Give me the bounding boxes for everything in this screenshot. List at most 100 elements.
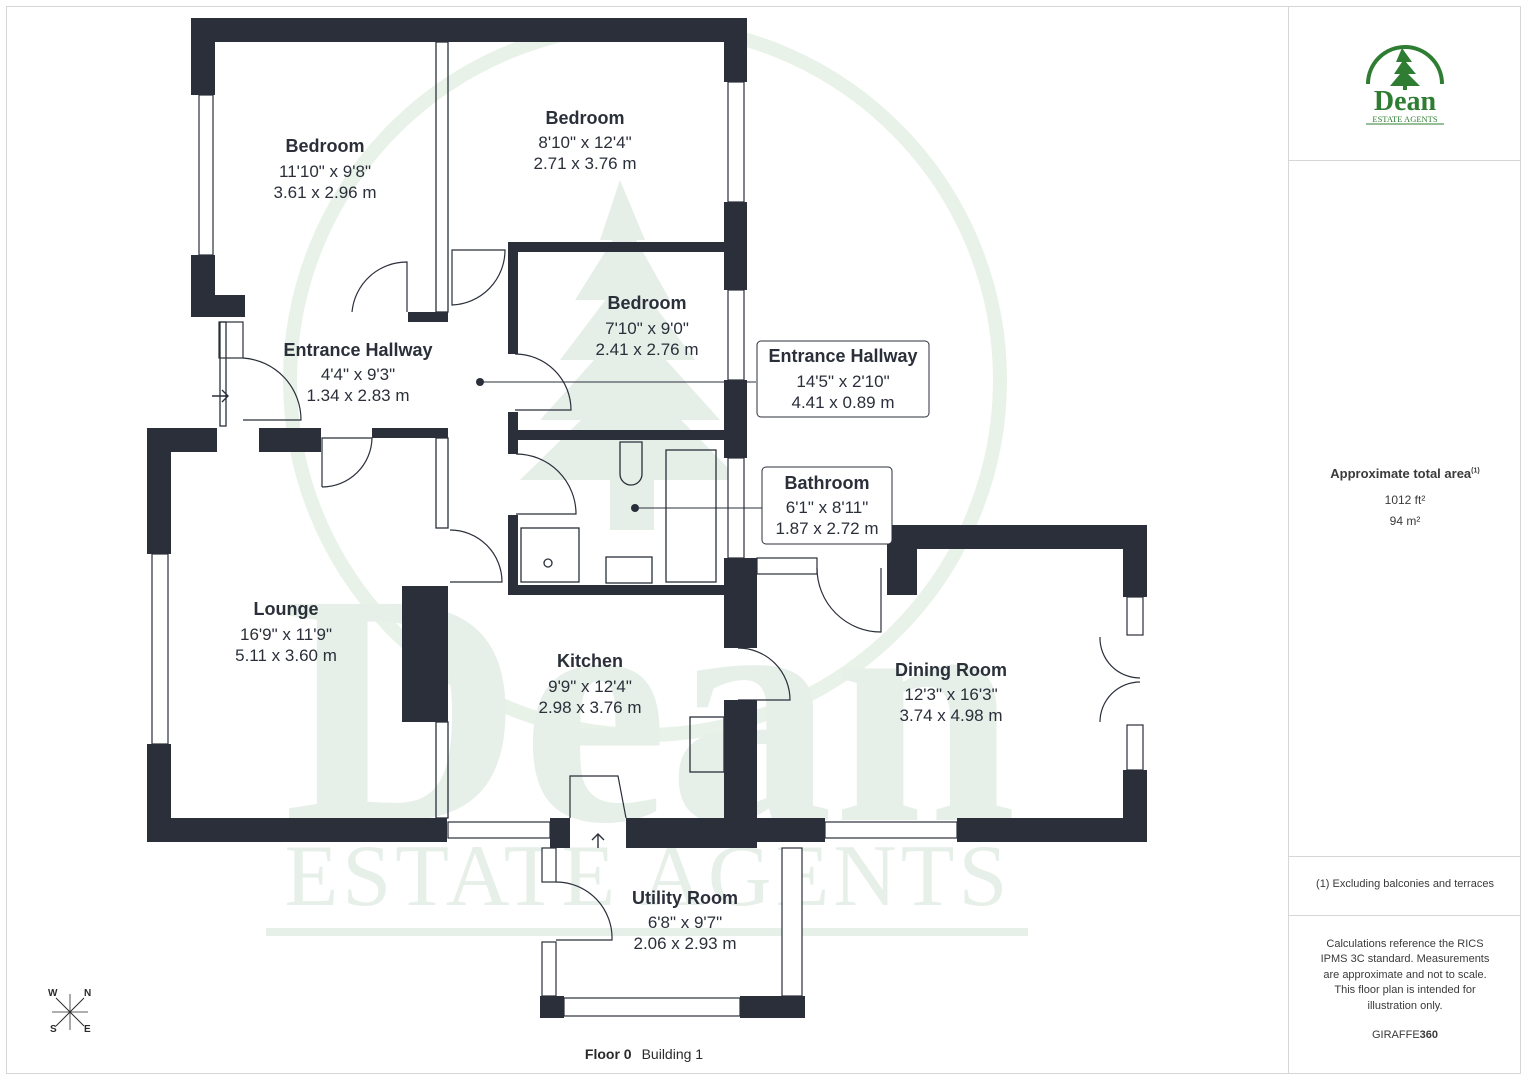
room-name-bathroom: Bathroom: [785, 473, 870, 493]
window-bedroom-1: [198, 94, 214, 256]
wall-bathroom-top: [508, 430, 724, 440]
basin-icon: [605, 556, 653, 584]
doors: [242, 249, 1141, 941]
wall-left-upper: [191, 18, 215, 95]
door-utility-top: [569, 775, 627, 819]
wall-lounge-left-upper: [147, 428, 171, 554]
room-imperial-utility-room: 6'8" x 9'7": [648, 913, 722, 932]
window-utility-left-upper: [541, 847, 557, 883]
area-title: Approximate total area(1): [1330, 466, 1480, 481]
dean-logo: Dean ESTATE AGENTS: [1360, 38, 1450, 130]
wall-bath-left: [508, 440, 518, 454]
door-lounge: [321, 437, 373, 488]
wall-corner: [215, 295, 245, 317]
wall-bedroom-1-bottom: [408, 312, 448, 322]
building-label: Building 1: [641, 1046, 704, 1062]
door-dining: [816, 567, 882, 633]
room-imperial-bedroom-3: 7'10" x 9'0": [605, 319, 689, 338]
door-kitchen-dining: [737, 647, 791, 701]
room-name-entrance-hallway-2: Entrance Hallway: [768, 346, 917, 366]
room-metric-bedroom-3: 2.41 x 2.76 m: [595, 340, 698, 359]
window-dining-1: [1126, 596, 1144, 636]
window-lounge: [151, 553, 169, 745]
window-utility-right: [781, 847, 803, 997]
door-front: [242, 357, 302, 421]
wall-kitchen-right-lower: [724, 700, 757, 820]
room-metric-bathroom: 1.87 x 2.72 m: [775, 519, 878, 538]
compass-rose-icon: [52, 994, 88, 1030]
door-bedroom-3: [514, 353, 572, 411]
toilet-icon: [619, 441, 643, 486]
compass-e: E: [84, 1024, 91, 1035]
floor-plan: Dean ESTATE AGENTS: [147, 18, 1147, 1018]
chimney-breast: [402, 586, 448, 722]
room-metric-bedroom-2: 2.71 x 3.76 m: [533, 154, 636, 173]
watermark-underline: [266, 928, 1028, 936]
wall-lounge-bottom: [147, 818, 447, 842]
sidebar-rule-2: [1289, 856, 1521, 857]
compass-w: W: [48, 988, 58, 999]
wall-dining-right-upper: [1123, 525, 1147, 597]
door-bedroom-1: [351, 261, 408, 313]
area-footnote-mark: (1): [1471, 467, 1480, 475]
wall-utility-br: [740, 996, 805, 1018]
watermark-tree-icon: [520, 180, 740, 530]
room-metric-entrance-hallway-2: 4.41 x 0.89 m: [791, 393, 894, 412]
floor-label: Floor 0: [584, 1046, 632, 1062]
compass-s: S: [50, 1024, 57, 1035]
window-dining-2: [1126, 724, 1144, 771]
markers: [212, 378, 762, 848]
wall-right-hall: [724, 380, 747, 458]
room-imperial-entrance-hallway-2: 14'5" x 2'10": [796, 372, 889, 391]
logo-sub: ESTATE AGENTS: [1372, 114, 1437, 124]
door-kitchen: [449, 529, 503, 583]
window-utility-left: [541, 941, 557, 997]
wall-right-upper: [724, 18, 747, 82]
window-hall-dining: [756, 557, 818, 575]
sidebar-rule-3: [1289, 915, 1521, 916]
wall-lounge-right: [435, 437, 449, 529]
kitchen-appliance: [689, 716, 725, 773]
door-french: [1099, 636, 1141, 723]
wall-dining-top: [887, 525, 1147, 549]
room-metric-utility-room: 2.06 x 2.93 m: [633, 934, 736, 953]
sidebar-rule-1: [1289, 160, 1521, 161]
room-imperial-bedroom-1: 11'10" x 9'8": [279, 162, 371, 181]
room-metric-dining-room: 3.74 x 4.98 m: [899, 706, 1002, 725]
wall-lounge-top-right: [372, 428, 448, 438]
wall-right-mid: [724, 202, 747, 290]
area-ft: 1012 ft²: [1384, 493, 1426, 507]
shower-tray: [520, 527, 580, 583]
wall-lounge-top-mid: [259, 428, 321, 452]
room-labels: Bedroom 11'10" x 9'8" 3.61 x 2.96 m Bedr…: [235, 108, 1007, 953]
sidebar-divider: [1288, 6, 1289, 1074]
page-frame: [6, 6, 1521, 1074]
floor-caption: Floor 0 Building 1: [0, 1046, 1288, 1062]
entry-arrow-icon: [212, 389, 229, 403]
giraffe360-brand: GIRAFFE360: [1371, 1029, 1439, 1041]
area-m: 94 m²: [1389, 514, 1421, 528]
wall-bedroom-3-top: [508, 242, 724, 252]
room-metric-entrance-hallway-1: 1.34 x 2.83 m: [306, 386, 409, 405]
room-name-bedroom-2: Bedroom: [545, 108, 624, 128]
room-name-dining-room: Dining Room: [895, 660, 1007, 680]
door-bathroom: [515, 453, 577, 515]
wall-lounge-right-lower: [435, 721, 449, 819]
wall-utility-jamb-left: [550, 818, 570, 848]
room-metric-lounge: 5.11 x 3.60 m: [235, 646, 337, 665]
room-imperial-dining-room: 12'3" x 16'3": [904, 685, 997, 704]
room-imperial-bathroom: 6'1" x 8'11": [786, 498, 869, 517]
bathroom-label-box: [761, 466, 893, 545]
shower-drain-icon: [543, 558, 553, 568]
wall-kitchen-bottom: [626, 818, 757, 848]
compass-icon: W N S E: [44, 986, 96, 1038]
wall-dining-bottom-left: [757, 818, 825, 842]
exclusion-note: (1) Excluding balconies and terraces: [1316, 878, 1494, 890]
door-bedroom-2: [451, 249, 506, 306]
room-name-lounge: Lounge: [254, 599, 319, 619]
room-metric-bedroom-1: 3.61 x 2.96 m: [273, 183, 376, 202]
room-name-bedroom-1: Bedroom: [285, 136, 364, 156]
window-utility-bottom: [563, 997, 741, 1017]
logo-name: Dean: [1374, 86, 1437, 117]
door-utility-side: [555, 881, 613, 941]
